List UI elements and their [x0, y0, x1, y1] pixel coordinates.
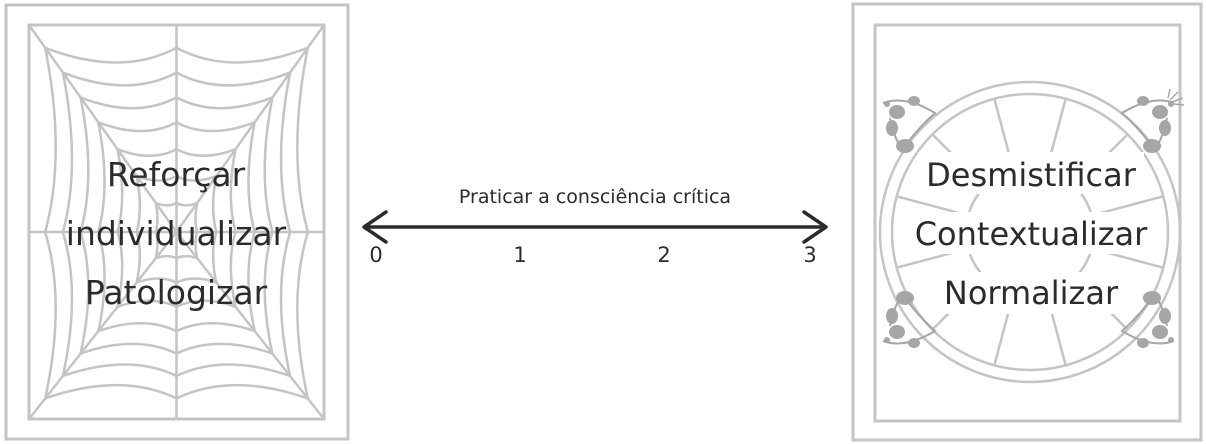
- word-backdrop-desmistificar: [918, 152, 1144, 194]
- corner-sparkle-top-right-icon: [1167, 88, 1185, 106]
- word-individualizar: individualizar: [66, 214, 287, 253]
- word-backdrop-normalizar: [934, 272, 1128, 314]
- web-ring-1: [135, 174, 218, 284]
- corner-ornament-bottom-right-icon: [1137, 291, 1174, 348]
- left-panel-words: Reforçar individualizar Patologizar: [66, 155, 287, 312]
- scale-tick-0: 0: [369, 243, 382, 267]
- corner-vine-top-left-icon: [882, 99, 937, 152]
- word-contextualizar: Contextualizar: [915, 215, 1148, 253]
- spider-web-icon: [27, 24, 326, 420]
- web-radial-line-5: [28, 231, 178, 420]
- corner-ornament-top-right-icon: [1137, 96, 1174, 153]
- right-panel-words: Desmistificar Contextualizar Normalizar: [900, 152, 1162, 314]
- word-desmistificar: Desmistificar: [926, 156, 1137, 194]
- corner-ornament-top-left-icon: [884, 96, 920, 153]
- word-patologizar: Patologizar: [85, 273, 268, 312]
- web-ring-6: [43, 46, 310, 400]
- scale-tick-2: 2: [657, 243, 670, 267]
- corner-vine-bottom-left-icon: [882, 292, 937, 345]
- left-panel-outer-frame: [4, 3, 350, 441]
- right-panel: Desmistificar Contextualizar Normalizar: [851, 2, 1203, 442]
- word-reforcar: Reforçar: [107, 155, 246, 194]
- web-ring-5: [61, 71, 292, 378]
- scale-ticks: 0 1 2 3: [369, 243, 816, 267]
- word-backdrop-contextualizar: [900, 212, 1162, 254]
- web-radial-line-3: [175, 231, 325, 420]
- web-ring-3: [97, 121, 256, 333]
- left-panel: Reforçar individualizar Patologizar: [4, 3, 350, 441]
- scale-tick-3: 3: [803, 243, 816, 267]
- word-normalizar: Normalizar: [944, 274, 1119, 312]
- wheel-outer-ring-inner: [890, 92, 1170, 372]
- corner-ornament-bottom-left-icon: [884, 291, 920, 348]
- scale-tick-1: 1: [513, 243, 526, 267]
- web-ring-2: [116, 147, 237, 309]
- consciousness-scale: Praticar a consciência crítica 0 1 2 3: [362, 186, 828, 267]
- corner-vine-bottom-right-icon: [1120, 292, 1175, 345]
- scale-label: Praticar a consciência crítica: [459, 186, 731, 208]
- wheel-outer-ring: [878, 80, 1182, 384]
- web-radial-line-1: [175, 24, 326, 233]
- web-ring-0: [154, 201, 199, 260]
- right-arrowhead-icon: [802, 210, 828, 244]
- left-arrowhead-icon: [362, 210, 388, 244]
- corner-vine-top-right-icon: [1120, 99, 1175, 152]
- web-radial-line-7: [27, 24, 178, 233]
- web-ring-4: [79, 96, 274, 355]
- right-panel-outer-frame: [851, 2, 1203, 442]
